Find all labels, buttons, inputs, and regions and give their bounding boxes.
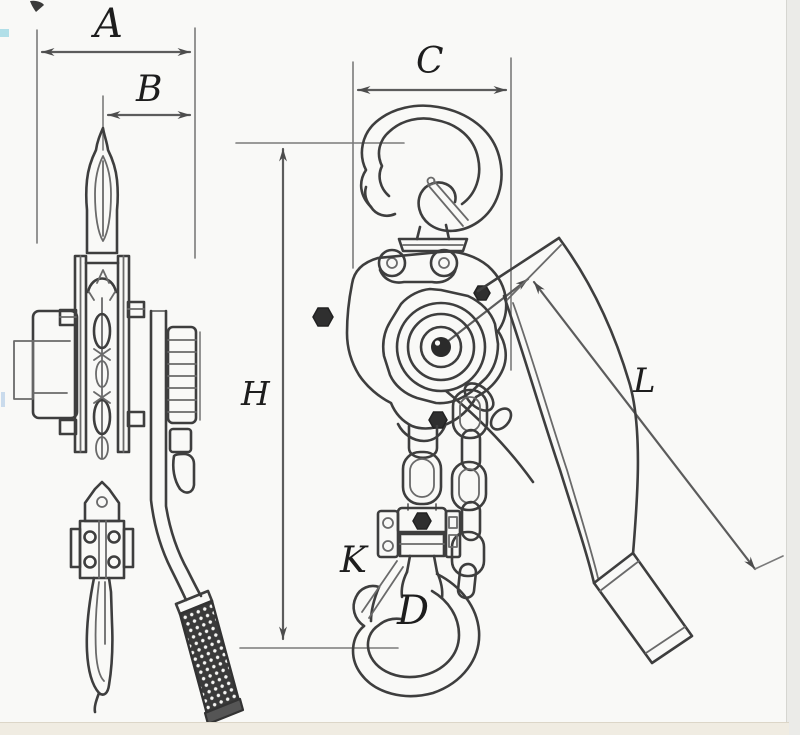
dim-label-h: H: [241, 374, 270, 413]
dimension-h-arrow: [235, 142, 405, 649]
dim-label-d: D: [397, 588, 430, 634]
side-top-hook: [84, 126, 120, 255]
dim-label-b: B: [136, 69, 163, 110]
side-lever-handle: [149, 309, 245, 726]
side-body: [13, 254, 201, 494]
dimension-b-arrow: [102, 95, 192, 151]
knurled-grip: [178, 599, 241, 716]
hub-center-pin: [431, 337, 451, 357]
dim-label-a: A: [94, 1, 123, 47]
hex-bolt: [428, 411, 448, 429]
front-slack-chain: [450, 388, 489, 600]
dimension-l-arrow: [532, 280, 784, 571]
front-load-chain: [401, 424, 443, 506]
dimension-a-arrow: [36, 27, 196, 259]
front-bottom-hook: [351, 503, 481, 698]
page-right-margin: [786, 0, 800, 735]
dim-label-k: K: [340, 540, 367, 581]
page-bottom-margin: [0, 722, 789, 735]
hex-bolt: [312, 307, 334, 327]
side-view-drawing: [13, 27, 245, 726]
front-lever-handle: [444, 236, 694, 665]
front-top-hook: [359, 104, 503, 284]
side-bottom-hook: [69, 480, 135, 714]
hex-bolt: [412, 512, 432, 530]
front-body-housing: [312, 250, 508, 443]
dim-label-l: L: [633, 361, 656, 401]
dim-label-c: C: [416, 41, 444, 82]
front-view-drawing: [235, 57, 784, 698]
